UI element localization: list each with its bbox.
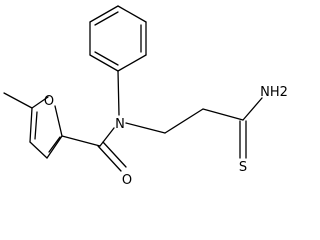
atom-thione-sulfur: S	[239, 160, 247, 175]
atom-label-thione-sulfur: S	[239, 160, 247, 175]
atom-label-furan-oxygen: O	[44, 94, 54, 109]
bond-ch2-thioamide	[202, 108, 244, 121]
atom-amine: NH2	[260, 85, 288, 100]
carbonyl-double-bond-b	[102, 141, 127, 168]
phenyl-double-bond-3	[94, 51, 119, 66]
phenyl-bond-2	[117, 5, 147, 23]
furan-double-bond-2	[48, 136, 61, 153]
bond-nitrogen-ch2	[125, 122, 166, 134]
furan-bond-c4-c3	[29, 141, 48, 159]
furan-bond-c2-o	[54, 105, 63, 137]
bond-methyl	[3, 92, 33, 109]
carbonyl-double-bond-a	[97, 145, 122, 172]
phenyl-ring	[89, 5, 147, 72]
furan-ring	[29, 96, 63, 159]
bond-phenyl-nitrogen	[117, 70, 120, 116]
furan-double-bond-1	[34, 111, 38, 140]
phenyl-bond-4	[117, 54, 147, 72]
furan-bond-c5-c4	[29, 107, 33, 143]
phenyl-bond-1	[89, 5, 119, 23]
bond-nitrogen-carbonyl	[99, 127, 115, 147]
phenyl-bond-5	[89, 54, 119, 72]
atom-carbonyl-oxygen: O	[122, 173, 132, 188]
atom-label-amine: NH2	[260, 85, 288, 100]
atom-label-carbonyl-oxygen: O	[122, 173, 132, 188]
molecule-structure-diagram: O N O NH2 S	[3, 5, 288, 188]
bond-thioamide-amine	[242, 97, 263, 121]
bond-ch2-ch2	[164, 108, 204, 134]
atom-label-amide-nitrogen: N	[115, 117, 125, 132]
phenyl-double-bond-1	[94, 11, 119, 26]
furan-bond-c3-c2	[46, 135, 63, 159]
atom-amide-nitrogen: N	[115, 117, 125, 132]
atom-furan-oxygen: O	[44, 94, 54, 109]
bond-carbonyl-furan	[61, 135, 101, 147]
furan-bond-o-c5	[31, 96, 49, 109]
